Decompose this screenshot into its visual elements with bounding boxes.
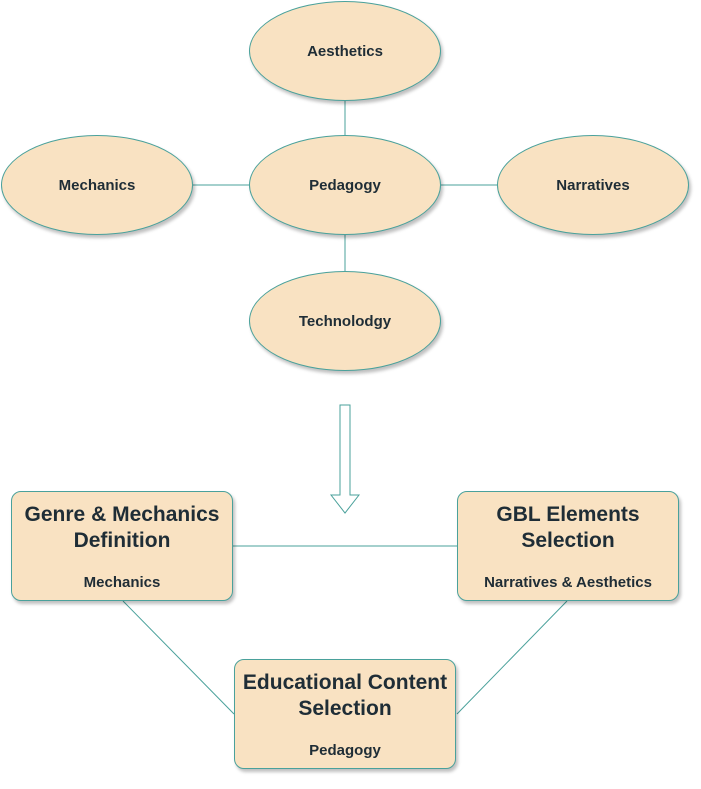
- box-educational-content: Educational Content Selection Pedagogy: [234, 659, 456, 769]
- box-gbl-elements: GBL Elements Selection Narratives & Aest…: [457, 491, 679, 601]
- ellipse-pedagogy-label: Pedagogy: [309, 176, 381, 194]
- down-arrow-icon: [329, 404, 361, 514]
- box-genre-mechanics-subtitle: Mechanics: [83, 574, 161, 591]
- box-gbl-elements-subtitle: Narratives & Aesthetics: [484, 574, 652, 591]
- ellipse-technology: Technolodgy: [249, 271, 441, 371]
- ellipse-pedagogy: Pedagogy: [249, 135, 441, 235]
- box-gbl-elements-title: GBL Elements Selection: [496, 503, 640, 552]
- ellipse-narratives-label: Narratives: [556, 176, 630, 194]
- box-genre-mechanics: Genre & Mechanics Definition Mechanics: [11, 491, 233, 601]
- ellipse-mechanics: Mechanics: [1, 135, 193, 235]
- box-educational-content-subtitle: Pedagogy: [309, 742, 381, 759]
- ellipse-mechanics-label: Mechanics: [58, 176, 136, 194]
- box-educational-content-title: Educational Content Selection: [242, 671, 448, 720]
- ellipse-narratives: Narratives: [497, 135, 689, 235]
- ellipse-aesthetics: Aesthetics: [249, 1, 441, 101]
- connector-gbl-educational: [456, 600, 568, 715]
- connector-genre-educational: [122, 600, 235, 715]
- box-genre-mechanics-title: Genre & Mechanics Definition: [24, 503, 220, 552]
- ellipse-technology-label: Technolodgy: [298, 312, 392, 330]
- ellipse-aesthetics-label: Aesthetics: [307, 42, 383, 60]
